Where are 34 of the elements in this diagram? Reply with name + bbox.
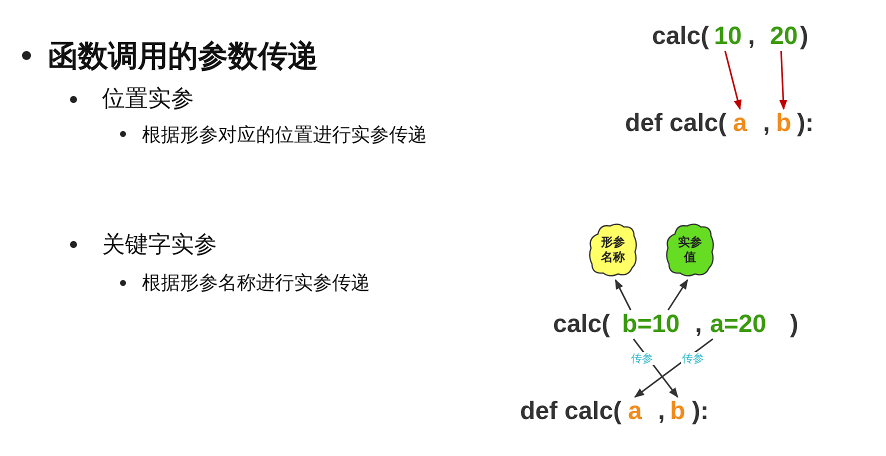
code-argument: b	[776, 111, 792, 136]
arrow	[634, 338, 714, 398]
code-text: calc(	[652, 24, 709, 49]
code-argument: 20	[770, 24, 798, 49]
code-text: ,	[695, 312, 702, 337]
code-argument: a=20	[710, 312, 766, 337]
code-text: ,	[763, 111, 770, 136]
bullet-text: 关键字实参	[102, 234, 217, 257]
code-text: ):	[797, 111, 814, 136]
arrow	[724, 50, 742, 110]
code-text: )	[790, 312, 798, 337]
code-text: ,	[658, 399, 665, 424]
code-argument: b=10	[622, 312, 680, 337]
bullet-heading: 函数调用的参数传递	[48, 42, 318, 72]
edge-label: 传参	[681, 352, 706, 365]
code-text: calc(	[553, 312, 610, 337]
code-argument: a	[733, 111, 747, 136]
cloud-shape: 形参名称	[588, 222, 638, 278]
code-argument: a	[628, 399, 642, 424]
code-text: def calc(	[520, 399, 622, 424]
edge-label: 传参	[630, 352, 654, 365]
arrow	[667, 279, 688, 310]
code-text: def calc(	[625, 111, 726, 136]
arrow	[614, 279, 632, 310]
code-text: ,	[748, 24, 755, 49]
cloud-shape: 实参值	[665, 222, 715, 278]
code-argument: b	[670, 399, 686, 424]
code-text: )	[800, 24, 808, 49]
code-text: ):	[692, 399, 709, 424]
bullet-text: 位置实参	[102, 88, 194, 111]
code-argument: 10	[714, 24, 742, 49]
arrow	[779, 50, 788, 110]
bullet-text: 根据形参名称进行实参传递	[142, 274, 370, 293]
bullet-text: 根据形参对应的位置进行实参传递	[142, 126, 427, 145]
